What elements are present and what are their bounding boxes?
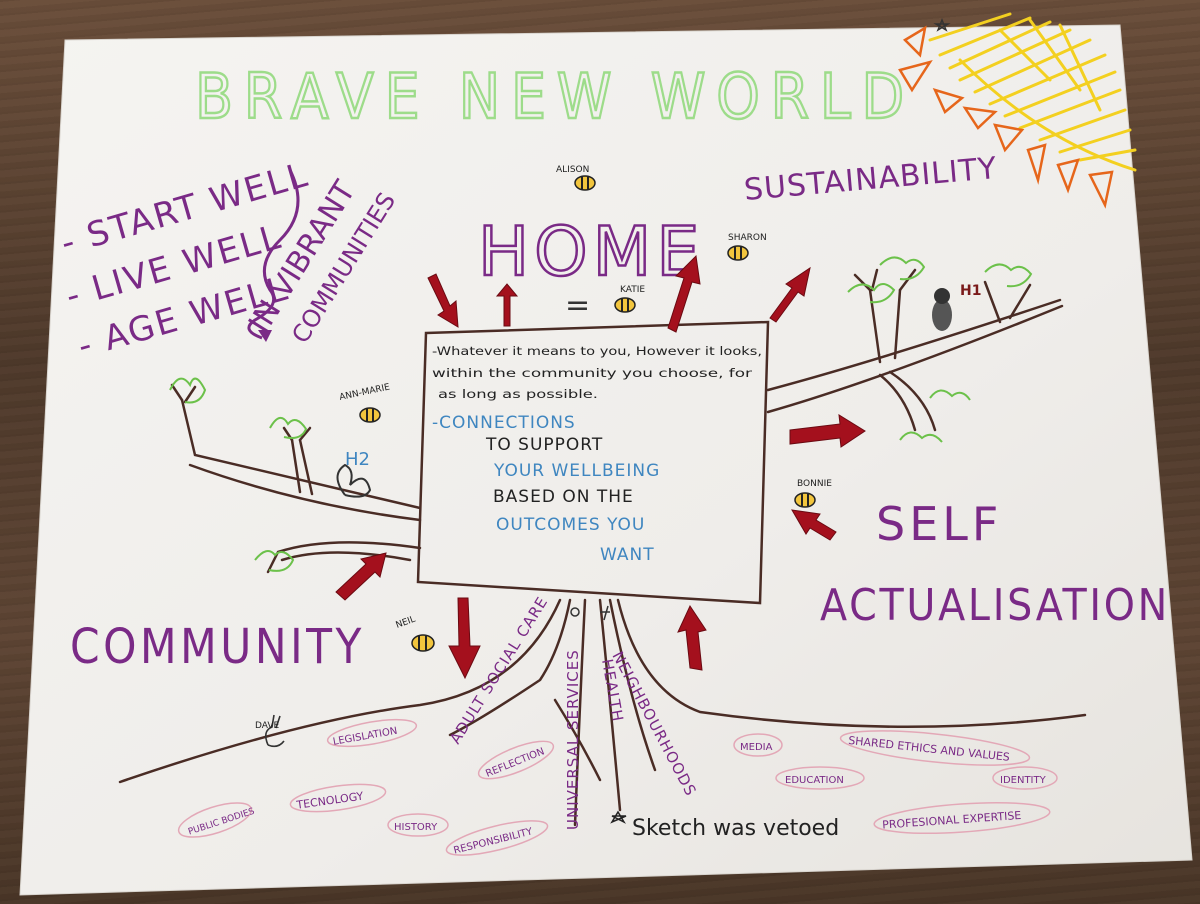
owl-drawing: H1	[932, 283, 981, 331]
bee-icon	[794, 492, 816, 508]
name-alison: ALISON	[556, 165, 589, 175]
star-icon	[933, 17, 951, 32]
tree-drawing	[118, 268, 1087, 827]
self-label: SELF	[876, 497, 1002, 551]
note-text: Sketch was vetoed	[632, 816, 839, 841]
name-sharon: SHARON	[728, 233, 767, 243]
name-dave: DAVE	[255, 721, 280, 731]
sun-drawing	[898, 12, 1137, 209]
bee-icon	[574, 175, 596, 191]
self-actualisation: SELF ACTUALISATION	[820, 497, 1170, 631]
root-universal-services: UNIVERSAL SERVICES	[564, 649, 582, 830]
tag-history: HISTORY	[387, 813, 449, 837]
red-arrows	[335, 254, 866, 680]
h1-label: H1	[960, 283, 981, 299]
tag-text: IDENTITY	[1000, 775, 1047, 786]
connections-line-5: OUTCOMES YOU	[496, 515, 645, 535]
squirrel-drawing: H2	[336, 449, 372, 498]
home-line-3: as long as possible.	[438, 387, 598, 401]
tag-education: EDUCATION	[775, 766, 865, 790]
tag-text: MEDIA	[740, 742, 773, 753]
poster-title: BRAVE NEW WORLD	[195, 60, 915, 133]
root-symbols	[570, 605, 610, 621]
tag-text: HISTORY	[394, 822, 438, 833]
bee-icon	[359, 407, 381, 423]
rabbit-icon	[264, 714, 285, 748]
home-line-1: -Whatever it means to you, However it lo…	[432, 344, 762, 358]
bee-icon	[614, 297, 636, 313]
h2-label: H2	[345, 449, 370, 470]
name-katie: KATIE	[620, 285, 645, 295]
name-bonnie: BONNIE	[797, 479, 832, 489]
connections-line-1: -CONNECTIONS	[432, 413, 576, 433]
actualisation-label: ACTUALISATION	[820, 580, 1170, 631]
tag-identity: IDENTITY	[992, 766, 1058, 790]
star-icon	[610, 810, 627, 824]
tag-media: MEDIA	[733, 733, 783, 757]
home-line-2: within the community you choose, for	[432, 366, 752, 380]
leaves	[169, 256, 1033, 572]
community-label: COMMUNITY	[70, 619, 365, 675]
vetoed-note: Sketch was vetoed	[610, 810, 839, 841]
tag-text: EDUCATION	[785, 775, 844, 786]
connections-line-3: YOUR WELLBEING	[493, 461, 660, 481]
connections-line-2: TO SUPPORT	[485, 435, 603, 455]
paper-sheet	[19, 24, 1193, 896]
connections-line-4: BASED ON THE	[493, 487, 634, 507]
home-heading: HOME	[478, 213, 704, 292]
arrow-icon	[258, 330, 272, 342]
home-equals: =	[565, 288, 590, 323]
bee-icon	[411, 634, 435, 652]
connections-line-6: WANT	[600, 545, 655, 565]
home-definition-box: -Whatever it means to you, However it lo…	[416, 320, 770, 605]
bees	[264, 175, 816, 748]
bee-icon	[727, 245, 749, 261]
goals-bracket	[247, 169, 300, 340]
